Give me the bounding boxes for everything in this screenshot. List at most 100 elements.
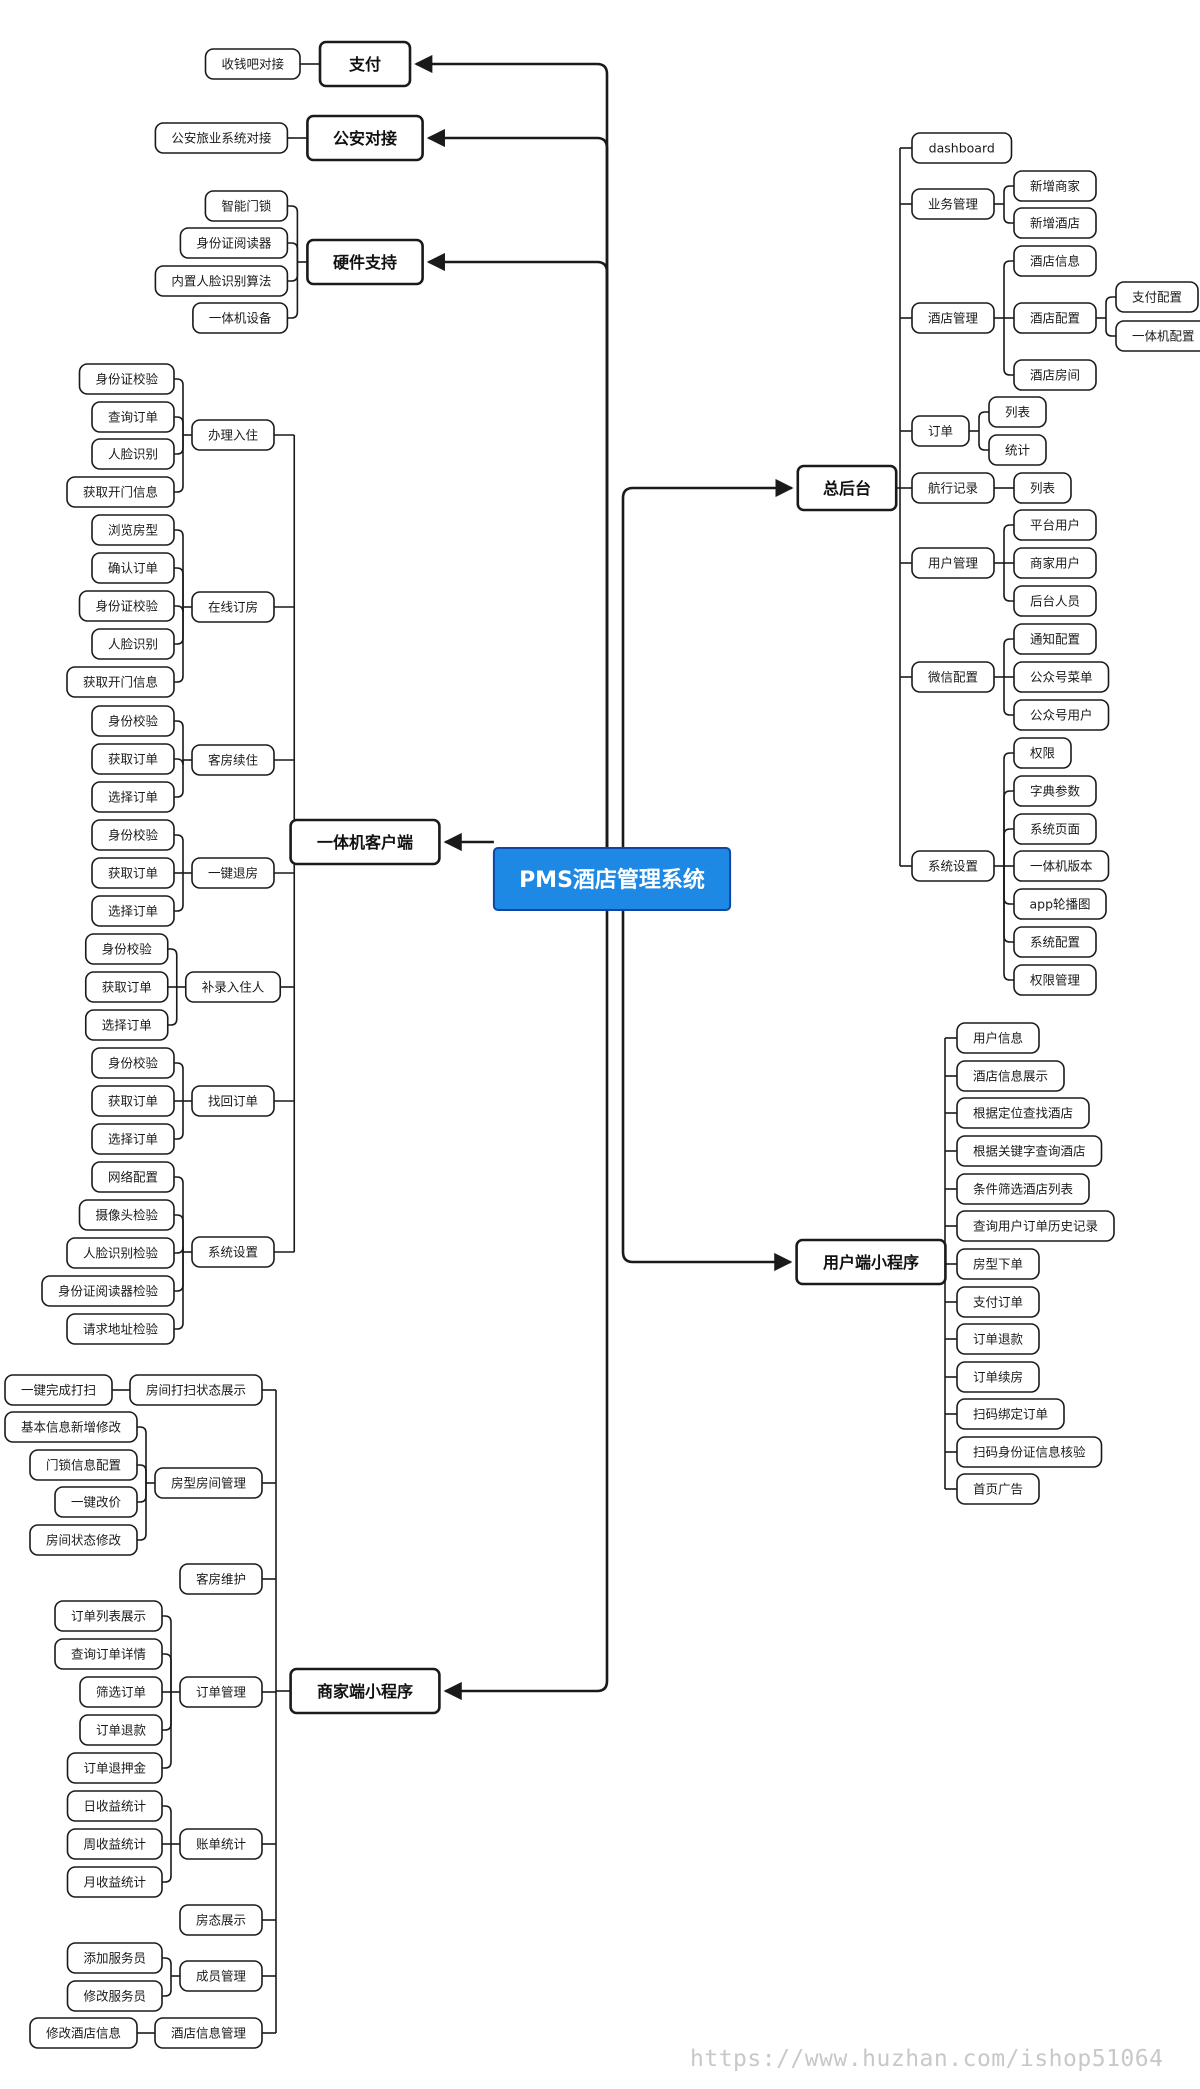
branch-1-box <box>306 114 424 162</box>
branch-3-node-0-leaf-3-label: 获取开门信息 <box>83 485 158 500</box>
right-branch-1-node-2-label: 根据定位查找酒店 <box>973 1106 1073 1121</box>
connector-line <box>1003 204 1014 224</box>
branch-3-node-6-leaf-2-label: 人脸识别检验 <box>83 1246 159 1261</box>
branch-3-node-6-leaf-0-box <box>91 1161 175 1193</box>
branch-1-node-0-label: 公安旅业系统对接 <box>171 131 272 146</box>
right-branch-0-node-1-box <box>911 188 995 220</box>
right-branch-0-node-3-leaf-0: 列表 <box>988 396 1047 428</box>
branch-2-node-3: 一体机设备 <box>192 302 289 334</box>
right-branch-1-node-5-label: 查询用户订单历史记录 <box>973 1219 1098 1234</box>
right-branch-0-node-2-leaf-0-label: 酒店信息 <box>1030 254 1080 269</box>
right-branch-0-node-2-label: 酒店管理 <box>928 311 979 326</box>
branch-4-node-2-box <box>179 1563 263 1595</box>
branch-4-node-5-label: 房态展示 <box>196 1913 246 1928</box>
right-branch-1-node-12-label: 首页广告 <box>973 1482 1023 1497</box>
branch-4-node-3-leaf-4: 订单退押金 <box>66 1752 163 1784</box>
branch-0-label: 支付 <box>348 55 381 74</box>
branch-0: 支付 <box>318 40 412 88</box>
right-branch-0-node-4-label: 航行记录 <box>928 481 978 496</box>
right-branch-0-node-6-label: 微信配置 <box>928 670 978 685</box>
right-branch-0-node-7-leaf-2: 系统页面 <box>1013 813 1097 845</box>
right-branch-0-node-2-box <box>911 302 995 334</box>
right-branch-0-node-3-box <box>911 415 970 447</box>
connector-line <box>1105 318 1116 337</box>
right-branch-0-node-5-leaf-0-label: 平台用户 <box>1030 518 1080 533</box>
branch-3-node-1-leaf-0: 浏览房型 <box>91 514 175 546</box>
branch-2-label: 硬件支持 <box>333 253 397 272</box>
branch-3-node-6-leaf-1: 摄像头检验 <box>78 1199 175 1231</box>
right-branch-0-node-6-leaf-1-label: 公众号菜单 <box>1030 670 1093 685</box>
right-branch-1-node-2: 根据定位查找酒店 <box>956 1097 1090 1129</box>
branch-4-node-1-leaf-1-box <box>29 1449 138 1481</box>
branch-4-node-0-leaf-0-label: 一键完成打扫 <box>21 1383 96 1398</box>
branch-3-node-4-leaf-2-label: 选择订单 <box>102 1018 152 1033</box>
branch-4-node-4-leaf-1-label: 周收益统计 <box>83 1837 146 1852</box>
branch-3-node-5-leaf-2-label: 选择订单 <box>108 1132 158 1147</box>
right-branch-0-node-2-leaf-0-box <box>1013 245 1097 277</box>
branch-3-node-5-leaf-0-box <box>91 1047 175 1079</box>
branch-3-node-1-leaf-3: 人脸识别 <box>91 628 175 660</box>
branch-4-node-3-leaf-3-label: 订单退款 <box>96 1723 147 1738</box>
branch-3-node-4-leaf-1-box <box>84 971 169 1003</box>
branch-4-node-7-label: 酒店信息管理 <box>171 2026 247 2041</box>
right-branch-1-node-9-box <box>956 1361 1040 1393</box>
branch-3-node-5-box <box>191 1085 275 1117</box>
branch-3-node-1-leaf-4-box <box>66 666 175 698</box>
right-branch-1-node-12: 首页广告 <box>956 1473 1040 1505</box>
branch-4-node-5: 房态展示 <box>179 1904 263 1936</box>
branch-3-node-3-leaf-2: 选择订单 <box>91 895 175 927</box>
branch-3-node-3: 一键退房 <box>191 857 275 889</box>
branch-3-node-4-box <box>184 971 282 1003</box>
right-branch-0-node-5-label: 用户管理 <box>928 556 979 571</box>
connector-line <box>1105 296 1116 318</box>
connector-line <box>137 1464 147 1483</box>
branch-4-node-2: 客房维护 <box>179 1563 263 1595</box>
branch-3-node-0-leaf-1: 查询订单 <box>91 401 175 433</box>
root-node: PMS酒店管理系统 <box>492 847 732 911</box>
connector-line <box>174 1176 184 1252</box>
branch-4-node-6-leaf-1: 修改服务员 <box>66 1980 163 2012</box>
branch-3-node-2-box <box>191 744 275 776</box>
right-branch-0-node-5-leaf-1-box <box>1013 547 1097 579</box>
connector-line <box>1003 677 1014 716</box>
right-branch-0-node-1-leaf-1-label: 新增酒店 <box>1030 216 1080 231</box>
right-branch-0-node-7: 系统设置 <box>911 850 995 882</box>
connector-line <box>174 378 184 435</box>
right-branch-0-node-6-leaf-0-label: 通知配置 <box>1030 632 1080 647</box>
right-branch-0-node-7-leaf-5: 系统配置 <box>1013 926 1097 958</box>
connector-line <box>1003 260 1014 318</box>
branch-3-node-4-label: 补录入住人 <box>202 980 265 995</box>
branch-3-node-0-box <box>191 419 275 451</box>
branch-3-node-3-leaf-1-label: 获取订单 <box>108 866 158 881</box>
branch-3-node-0-leaf-3: 获取开门信息 <box>66 476 175 508</box>
right-branch-1-node-2-box <box>956 1097 1090 1129</box>
connector-line <box>1003 185 1014 204</box>
connector-line <box>174 1246 184 1254</box>
right-branch-0-node-7-leaf-2-box <box>1013 813 1097 845</box>
connector-line <box>1003 318 1014 376</box>
branch-3-node-0-label: 办理入住 <box>208 428 259 443</box>
right-branch-0-node-5-leaf-1: 商家用户 <box>1013 547 1097 579</box>
branch-4-node-1-leaf-0-box <box>4 1411 138 1443</box>
right-branch-0-node-7-leaf-2-label: 系统页面 <box>1030 822 1080 837</box>
connector-line <box>174 1252 184 1292</box>
branch-3-node-1-leaf-3-box <box>91 628 175 660</box>
right-branch-0-node-7-leaf-1: 字典参数 <box>1013 775 1097 807</box>
right-branch-0-node-6-leaf-1: 公众号菜单 <box>1013 661 1110 693</box>
branch-4-node-4-leaf-0-box <box>66 1790 163 1822</box>
right-branch-1-node-4-box <box>956 1173 1090 1205</box>
connector-line <box>162 1957 172 1976</box>
branch-4: 商家端小程序 <box>289 1667 441 1715</box>
right-branch-1-node-1-box <box>956 1060 1065 1092</box>
branch-3-node-3-leaf-2-label: 选择订单 <box>108 904 158 919</box>
branch-4-node-4-leaf-1: 周收益统计 <box>66 1828 163 1860</box>
branch-3-node-1-box <box>191 591 275 623</box>
branch-3-node-0-leaf-2: 人脸识别 <box>91 438 175 470</box>
branch-4-node-6: 成员管理 <box>179 1960 263 1992</box>
connector-line <box>174 435 184 455</box>
right-branch-0-node-2-leaf-1: 酒店配置 <box>1013 302 1097 334</box>
connector-line <box>1003 638 1014 677</box>
branch-3-node-6-leaf-2-box <box>66 1237 175 1269</box>
root-node-box <box>492 847 732 911</box>
